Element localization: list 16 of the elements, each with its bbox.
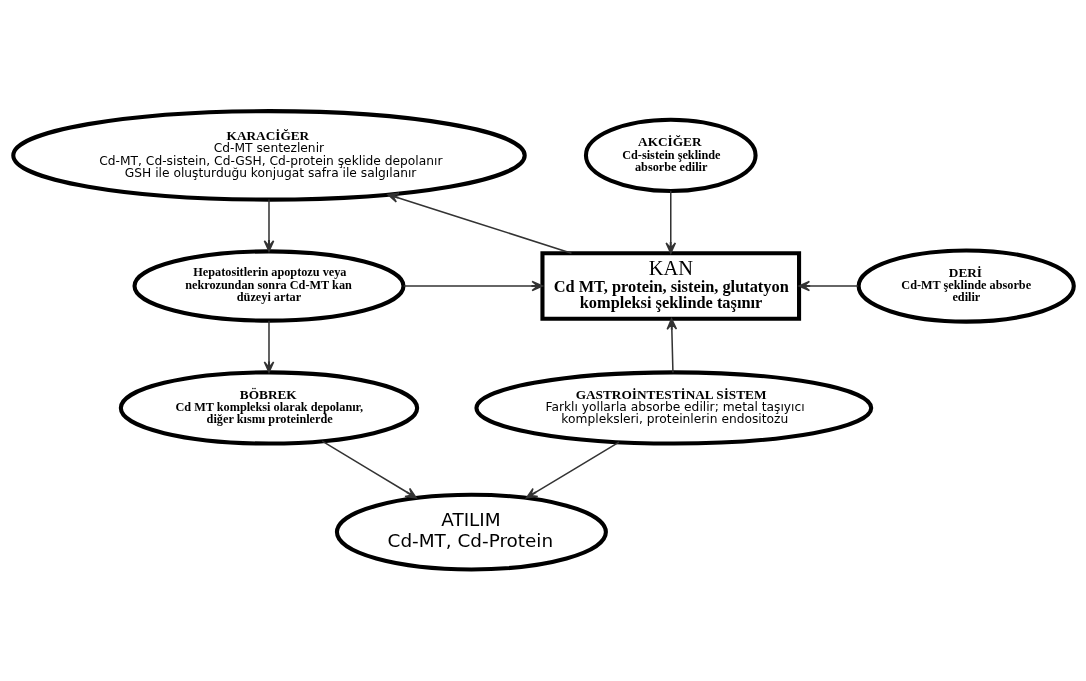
node-ellipse: GASTROİNTESTİNAL SİSTEM Farklı yollarla absorbe edilir; metal taşıyıcı kompleksleri, proteinlerin endositozu xyxy=(473,370,873,446)
arrow xyxy=(664,190,676,254)
node-box: KAN Cd MT, protein, sistein, glutatyon kompleksi şeklinde taşınır xyxy=(539,251,801,321)
arrow xyxy=(386,192,572,254)
arrow xyxy=(320,440,417,499)
arrow xyxy=(263,320,274,373)
node-ellipse: Hepatositlerin apoptozu veya nekrozundan sonra Cd-MT kan düzeyi artar xyxy=(131,249,405,323)
arrow xyxy=(402,280,543,292)
node-ellipse: AKCİĞER Cd-sistein şeklinde absorbe edilir xyxy=(583,117,758,193)
arrow xyxy=(525,441,620,499)
arrow xyxy=(263,198,274,252)
node-ellipse: BÖBREK Cd MT kompleksi olarak depolanır, diğer kısmı proteinlerde xyxy=(118,370,419,446)
node-ellipse: DERİ Cd-MT şeklinde absorbe edilir xyxy=(856,248,1076,324)
node-ellipse: ATILIM Cd-MT, Cd-Protein xyxy=(334,492,608,572)
arrow xyxy=(797,280,859,292)
arrow xyxy=(665,318,677,374)
